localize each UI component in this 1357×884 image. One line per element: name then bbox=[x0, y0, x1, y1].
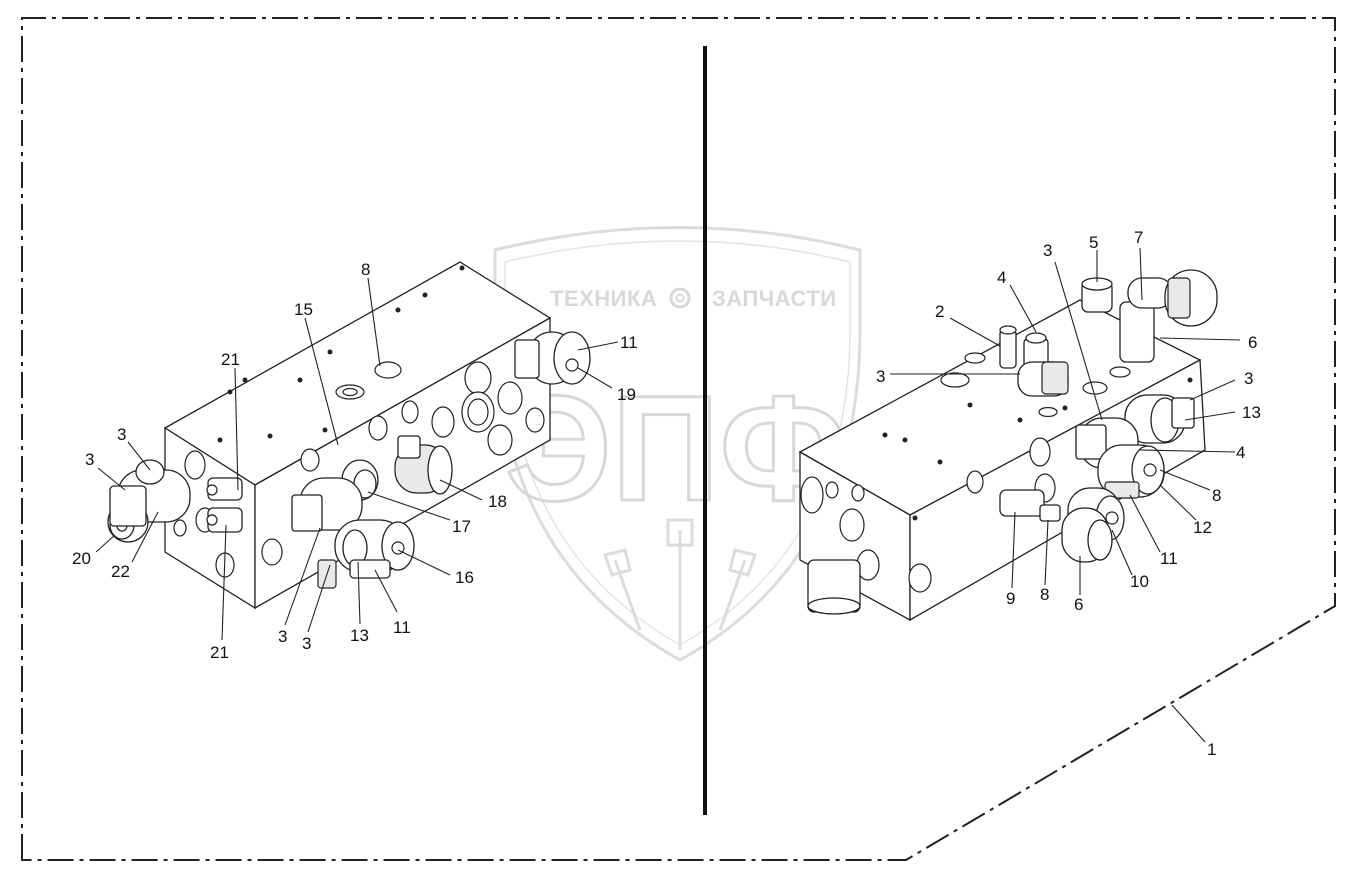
callout-8: 8 bbox=[361, 260, 370, 279]
callout-2: 2 bbox=[935, 302, 944, 321]
callouts-right: 2 4 3 5 7 6 3 3 13 4 8 12 11 10 6 8 9 1 bbox=[876, 228, 1261, 759]
callout-3: 3 bbox=[1244, 369, 1253, 388]
callout-6: 6 bbox=[1248, 333, 1257, 352]
callout-13: 13 bbox=[350, 626, 369, 645]
callout-8: 8 bbox=[1212, 486, 1221, 505]
callout-22: 22 bbox=[111, 562, 130, 581]
callouts-left: 8 15 21 3 3 20 22 21 3 3 13 11 16 17 18 … bbox=[72, 260, 638, 662]
callout-4: 4 bbox=[997, 268, 1006, 287]
callout-3: 3 bbox=[876, 367, 885, 386]
callout-21: 21 bbox=[210, 643, 229, 662]
callout-3: 3 bbox=[85, 450, 94, 469]
callout-6: 6 bbox=[1074, 595, 1083, 614]
assembly-boundary bbox=[21, 17, 1336, 861]
callout-16: 16 bbox=[455, 568, 474, 587]
callout-4: 4 bbox=[1236, 443, 1245, 462]
right-valve-block bbox=[798, 269, 1218, 622]
callout-5: 5 bbox=[1089, 233, 1098, 252]
callout-15: 15 bbox=[294, 300, 313, 319]
callout-12: 12 bbox=[1193, 518, 1212, 537]
callout-11: 11 bbox=[620, 333, 638, 352]
callout-19: 19 bbox=[617, 385, 636, 404]
callout-1: 1 bbox=[1207, 740, 1216, 759]
callout-11: 11 bbox=[1160, 549, 1178, 568]
callout-18: 18 bbox=[488, 492, 507, 511]
gear-icon bbox=[669, 287, 691, 309]
wheat-emblem bbox=[603, 518, 757, 650]
watermark-left-word: ТЕХНИКА bbox=[550, 286, 657, 311]
callout-7: 7 bbox=[1134, 228, 1143, 247]
watermark-big-letters: ЭПФ bbox=[505, 364, 848, 532]
callout-17: 17 bbox=[452, 517, 471, 536]
callout-3: 3 bbox=[117, 425, 126, 444]
callout-10: 10 bbox=[1130, 572, 1149, 591]
callout-21: 21 bbox=[221, 350, 240, 369]
callout-3: 3 bbox=[278, 627, 287, 646]
leader-lines-left bbox=[95, 277, 619, 641]
callout-8: 8 bbox=[1040, 585, 1049, 604]
callout-20: 20 bbox=[72, 549, 91, 568]
callout-13: 13 bbox=[1242, 403, 1261, 422]
leader-lines-right bbox=[890, 247, 1241, 743]
callout-3: 3 bbox=[302, 634, 311, 653]
left-valve-block bbox=[107, 261, 591, 610]
watermark-right-word: ЗАПЧАСТИ bbox=[712, 286, 837, 311]
callout-9: 9 bbox=[1006, 589, 1015, 608]
watermark: ТЕХНИКА ЗАПЧАСТИ ЭПФ bbox=[493, 226, 862, 662]
callout-3: 3 bbox=[1043, 241, 1052, 260]
callout-11: 11 bbox=[393, 618, 411, 637]
